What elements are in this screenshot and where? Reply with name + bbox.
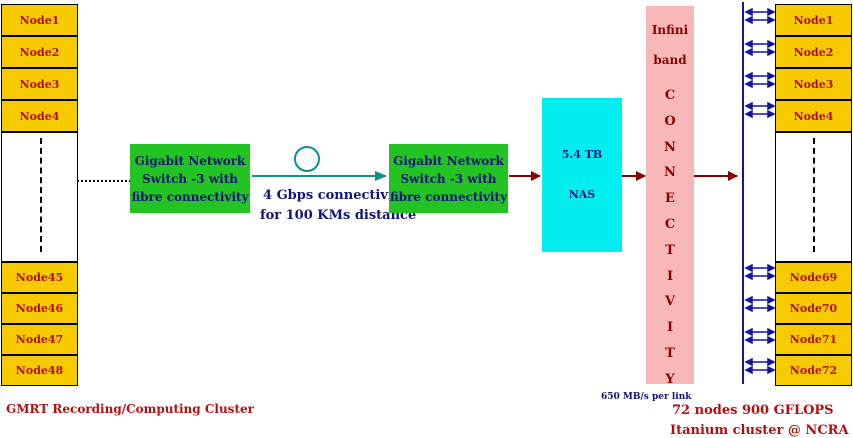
right-node: Node70 (775, 293, 852, 324)
connectivity-letter: E (665, 191, 675, 207)
bus-arrow-head (744, 109, 753, 119)
bus-arrow-head (767, 71, 776, 81)
bus-arrows (744, 7, 776, 375)
bus-arrow-head (744, 7, 753, 17)
connectivity-letter: T (665, 346, 675, 361)
connectivity-letter: I (666, 268, 674, 284)
bus-arrow-head (744, 263, 753, 273)
infiniband-link-speed: 650 MB/s per link (601, 392, 692, 402)
left-cluster-caption: GMRT Recording/Computing Cluster (6, 402, 254, 416)
connectivity-letter: N (664, 139, 676, 155)
bus-arrow-head (767, 357, 776, 367)
right-node: Node72 (775, 355, 852, 386)
left-node: Node1 (1, 4, 78, 36)
gigabit-switch-right: Gigabit Network Switch -3 with fibre con… (389, 144, 508, 213)
bus-arrow-head (767, 7, 776, 17)
left-node: Node47 (1, 324, 78, 355)
connectivity-letter: T (665, 242, 675, 258)
nas-storage: 5.4 TB NAS (542, 98, 622, 252)
bus-arrow-head (744, 71, 753, 81)
switch-line: Switch -3 with (142, 171, 238, 186)
switch-line: Gigabit Network (393, 153, 504, 168)
infiniband-title: band (653, 53, 687, 67)
switch-line: fibre connectivity (389, 189, 508, 204)
bus-arrow-head (744, 335, 753, 345)
connectivity-letter: Y (665, 371, 675, 387)
bus-arrow-head (744, 39, 753, 49)
right-node: Node69 (775, 262, 852, 293)
right-node: Node3 (775, 68, 852, 100)
bus-arrow-head (744, 101, 753, 111)
gigabit-switch-left: Gigabit Network Switch -3 with fibre con… (130, 144, 250, 213)
bus-arrow-head (744, 47, 753, 57)
bus-arrow-head (767, 39, 776, 49)
bus-arrow-head (767, 15, 776, 25)
link-label-line2: for 100 KMs distance (260, 208, 417, 223)
bus-arrow-head (767, 79, 776, 89)
nas-size: 5.4 TB (561, 148, 603, 161)
bus-arrow-head (744, 365, 753, 375)
right-node: Node1 (775, 4, 852, 36)
bus-arrow-head (767, 365, 776, 375)
switch-line: fibre connectivity (131, 189, 249, 204)
fibre-loop-icon (294, 146, 320, 172)
right-node: Node2 (775, 36, 852, 68)
right-cluster-ellipsis (813, 138, 815, 252)
bus-arrow-head (744, 303, 753, 313)
bus-arrow-head (767, 335, 776, 345)
left-cluster-ellipsis (40, 138, 42, 252)
bus-arrow-head (744, 271, 753, 281)
bus-arrow-head (767, 327, 776, 337)
bus-arrow-head (767, 303, 776, 313)
bus-arrow-head (744, 15, 753, 25)
left-node: Node4 (1, 100, 78, 132)
connectivity-letter: N (664, 165, 676, 181)
bus-arrow-head (744, 327, 753, 337)
right-node: Node71 (775, 324, 852, 355)
bus-arrow-head (767, 295, 776, 305)
bus-arrow-head (767, 101, 776, 111)
connectivity-letter: I (666, 320, 674, 336)
left-node: Node45 (1, 262, 78, 293)
connectivity-letter: C (664, 217, 676, 232)
right-node: Node4 (775, 100, 852, 132)
switch-line: Switch -3 with (400, 171, 497, 186)
infiniband-title: Infini (651, 23, 689, 37)
right-cluster-caption: 72 nodes 900 GFLOPS (672, 403, 834, 418)
connectivity-letter: C (664, 88, 676, 103)
bus-arrow-head (767, 109, 776, 119)
bus-arrow-head (744, 79, 753, 89)
left-node: Node2 (1, 36, 78, 68)
link-label-line1: 4 Gbps connectivity (263, 188, 407, 203)
bus-arrow-head (767, 263, 776, 273)
bus-arrow-head (744, 295, 753, 305)
right-cluster-caption: Itanium cluster @ NCRA (670, 423, 849, 438)
bus-arrow-head (744, 357, 753, 367)
nas-label: NAS (568, 188, 596, 201)
left-node: Node46 (1, 293, 78, 324)
switch-line: Gigabit Network (134, 153, 246, 168)
left-node: Node3 (1, 68, 78, 100)
connectivity-letter: V (664, 294, 676, 310)
bus-arrow-head (767, 47, 776, 57)
bus-arrow-head (767, 271, 776, 281)
left-node: Node48 (1, 355, 78, 386)
left-cluster-gap (1, 132, 78, 262)
connectivity-letter: O (664, 113, 676, 129)
